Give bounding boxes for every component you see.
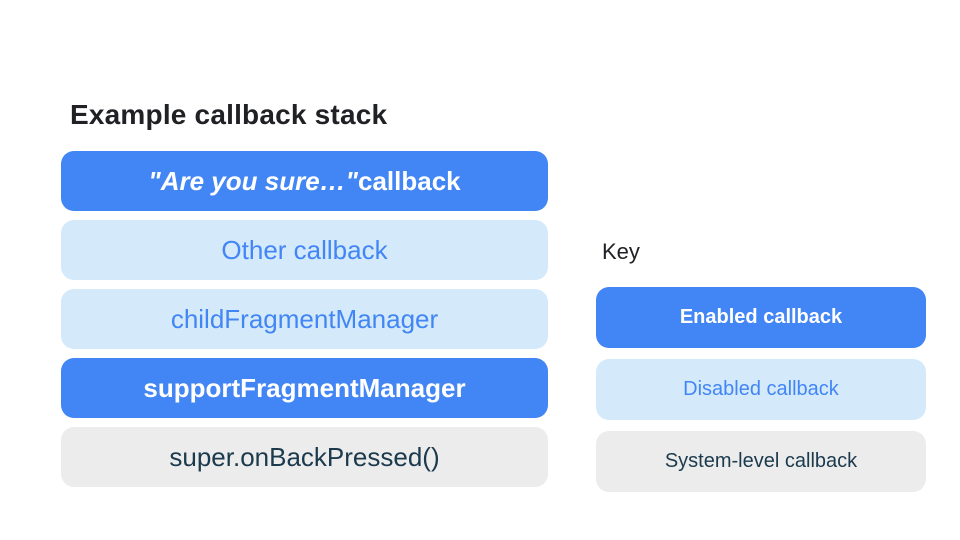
stack-item-quote-text: "Are you sure…"	[148, 165, 358, 196]
key-heading: Key	[602, 239, 640, 264]
stack-item-super-on-back-pressed: super.onBackPressed()	[61, 427, 548, 487]
stack-item-rest-text: callback	[357, 165, 461, 196]
key-legend: Enabled callback Disabled callback Syste…	[596, 287, 926, 492]
callback-stack: "Are you sure…" callback Other callback …	[61, 151, 548, 487]
stack-item-are-you-sure-callback: "Are you sure…" callback	[61, 151, 548, 211]
key-item-disabled-callback: Disabled callback	[596, 359, 926, 420]
stack-item-child-fragment-manager: childFragmentManager	[61, 289, 548, 349]
stack-item-other-callback: Other callback	[61, 220, 548, 280]
key-item-system-level-callback: System-level callback	[596, 431, 926, 492]
stack-item-support-fragment-manager: supportFragmentManager	[61, 358, 548, 418]
key-item-enabled-callback: Enabled callback	[596, 287, 926, 348]
stack-title: Example callback stack	[70, 99, 388, 130]
